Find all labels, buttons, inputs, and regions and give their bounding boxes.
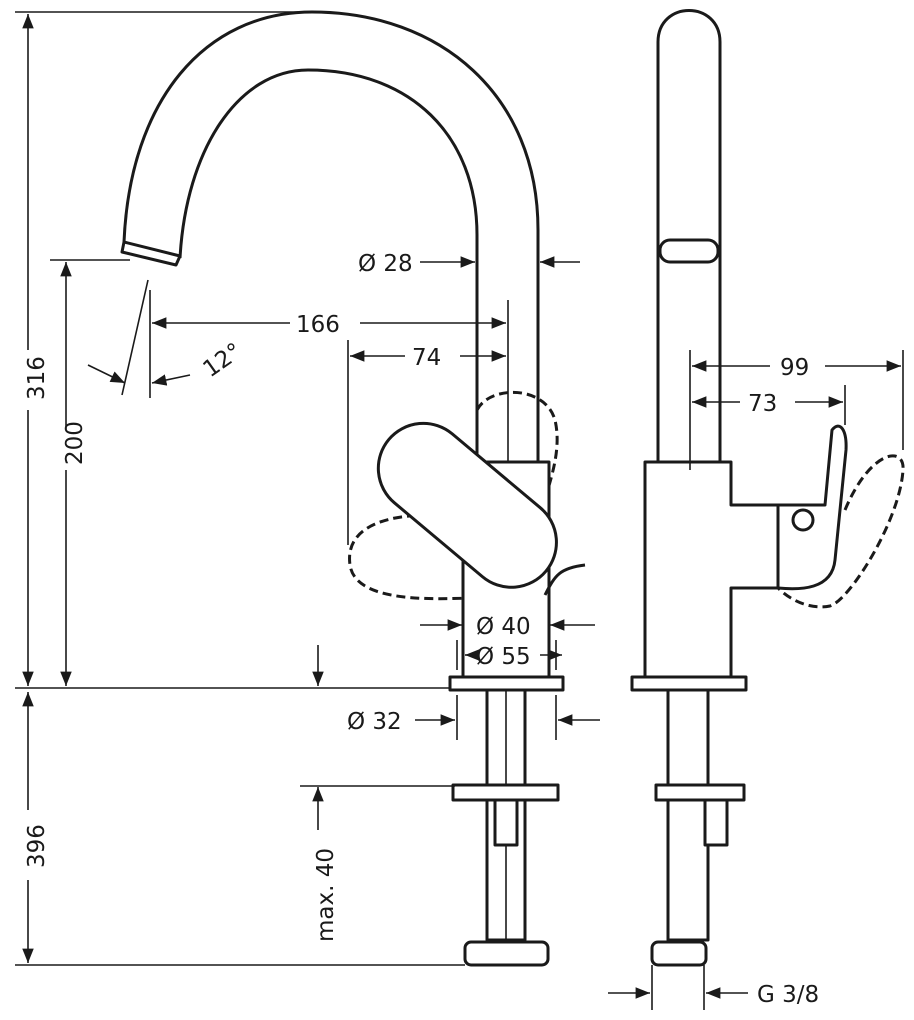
- label-side-depth: 99: [780, 355, 809, 381]
- label-connection: G 3/8: [757, 982, 819, 1008]
- handle-position-left: [348, 513, 546, 601]
- side-lever: [776, 424, 848, 591]
- label-base-diameter: Ø 55: [476, 644, 531, 670]
- label-pipe-diameter: Ø 28: [358, 251, 413, 277]
- label-total-height: 316: [24, 356, 50, 400]
- side-handle-position: [776, 454, 905, 609]
- side-fixing-nut: [650, 940, 708, 967]
- fixing-nut: [463, 940, 550, 967]
- dimension-lines: [15, 11, 904, 1010]
- side-body: [643, 460, 780, 679]
- label-spray-angle: 12°: [199, 338, 247, 383]
- base-plate: [448, 675, 565, 692]
- label-hole-diameter: Ø 32: [347, 709, 402, 735]
- aerator: [120, 240, 182, 267]
- side-fixing-plate: [654, 783, 746, 802]
- fixing-plate: [451, 783, 560, 802]
- spout-inner: [178, 68, 479, 462]
- side-hose-end: [703, 798, 729, 847]
- label-side-lever: 73: [748, 391, 777, 417]
- label-below-deck: 396: [24, 824, 50, 868]
- side-pipe: [656, 9, 722, 462]
- side-view: [630, 9, 905, 967]
- lever-pivot: [791, 508, 815, 532]
- front-view: [120, 10, 586, 967]
- label-max-deck: max. 40: [313, 848, 339, 942]
- label-body-diameter: Ø 40: [476, 614, 531, 640]
- dimension-labels: 316 200 396 max. 40 Ø 28 166 74 12° Ø 40…: [24, 251, 819, 1008]
- hose-end: [493, 798, 519, 847]
- handle-position-up: [475, 390, 559, 501]
- outlet-hook: [543, 563, 586, 596]
- label-spout-reach: 166: [296, 312, 340, 338]
- label-spout-height: 200: [62, 421, 88, 465]
- spout-outer: [122, 10, 540, 462]
- side-threaded-rod: [666, 688, 710, 942]
- label-handle-reach: 74: [412, 345, 441, 371]
- side-aerator: [658, 238, 720, 264]
- handle: [376, 421, 558, 589]
- side-base-plate: [630, 675, 748, 692]
